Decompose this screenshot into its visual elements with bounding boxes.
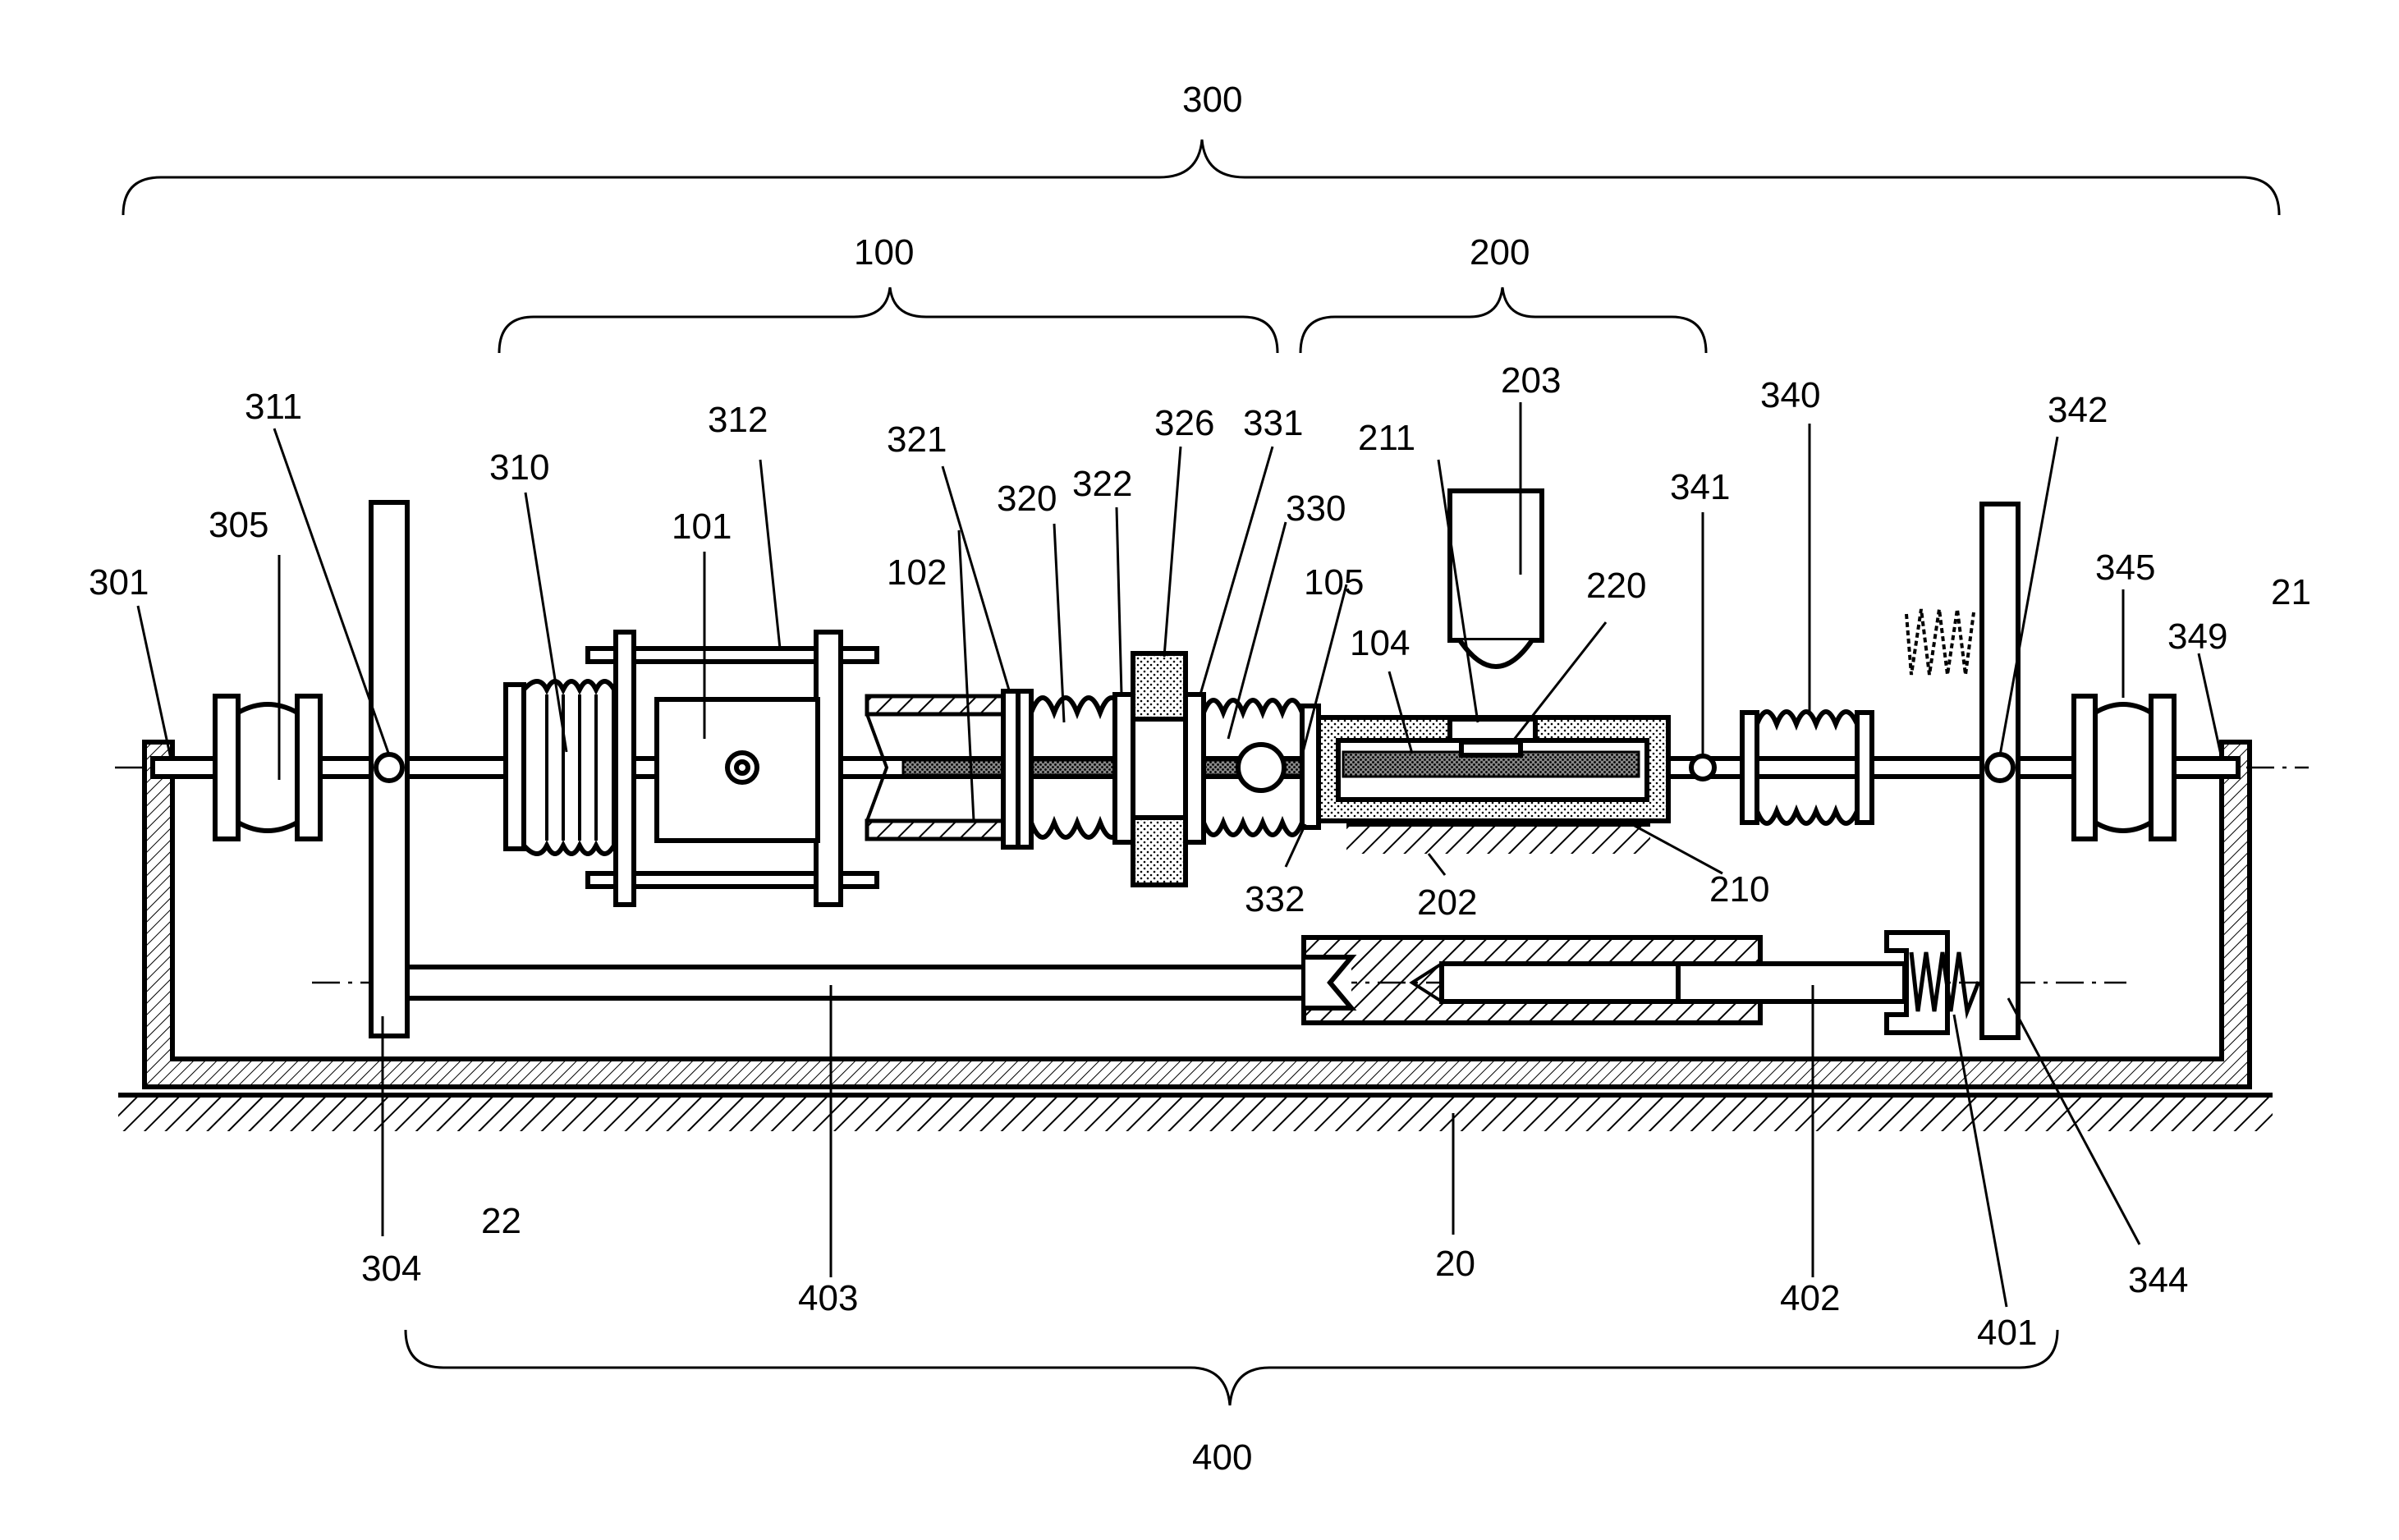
label-104: 104 <box>1350 623 1410 663</box>
label-202: 202 <box>1417 882 1477 923</box>
label-300: 300 <box>1182 80 1242 120</box>
objective-203 <box>1450 491 1542 667</box>
label-349: 349 <box>2167 616 2227 657</box>
label-403: 403 <box>798 1278 858 1318</box>
label-310: 310 <box>489 447 549 488</box>
label-331: 331 <box>1243 403 1303 443</box>
stage-202 <box>1346 824 1650 854</box>
label-305: 305 <box>209 505 268 545</box>
flange-326 <box>1133 653 1204 885</box>
label-301: 301 <box>89 562 149 603</box>
label-311: 311 <box>245 387 302 427</box>
label-321: 321 <box>887 419 947 460</box>
label-345: 345 <box>2095 548 2155 588</box>
pivot-311 <box>376 754 402 781</box>
brace-400 <box>406 1330 2057 1405</box>
label-304: 304 <box>361 1249 421 1289</box>
label-100: 100 <box>854 232 914 273</box>
label-105: 105 <box>1304 562 1364 603</box>
brace-300 <box>123 140 2279 215</box>
label-322: 322 <box>1072 464 1132 504</box>
label-400: 400 <box>1192 1437 1252 1478</box>
label-326: 326 <box>1154 403 1214 443</box>
label-341: 341 <box>1670 467 1730 507</box>
label-101: 101 <box>672 506 732 547</box>
label-200: 200 <box>1470 232 1530 273</box>
label-203: 203 <box>1501 360 1561 401</box>
label-340: 340 <box>1760 375 1820 415</box>
label-402: 402 <box>1780 1278 1840 1318</box>
spring-symbol-icon <box>1906 609 1974 675</box>
label-21: 21 <box>2271 572 2311 612</box>
rod-403 <box>407 967 1305 998</box>
pivot-342 <box>1987 754 2013 781</box>
cell-210 <box>1319 717 1668 821</box>
label-342: 342 <box>2048 390 2108 430</box>
label-332: 332 <box>1245 879 1305 919</box>
label-312: 312 <box>708 400 768 440</box>
ball-105 <box>1238 745 1284 791</box>
label-102: 102 <box>887 552 947 593</box>
actuator-402 <box>1304 937 1905 1023</box>
label-220: 220 <box>1586 566 1646 606</box>
pivot-341 <box>1691 756 1714 779</box>
brace-100 <box>499 287 1277 353</box>
label-210: 210 <box>1709 869 1769 910</box>
label-20: 20 <box>1435 1244 1475 1284</box>
coupling-305 <box>215 696 320 839</box>
label-320: 320 <box>997 479 1057 519</box>
ground-20 <box>118 1095 2273 1131</box>
housing-312 <box>588 632 877 905</box>
label-344: 344 <box>2128 1260 2188 1300</box>
flange-322 <box>1115 694 1133 842</box>
coupling-345 <box>2074 696 2174 839</box>
label-22: 22 <box>481 1201 521 1241</box>
label-401: 401 <box>1977 1313 2037 1353</box>
brace-200 <box>1300 287 1706 353</box>
label-211: 211 <box>1358 418 1415 458</box>
label-330: 330 <box>1286 488 1346 529</box>
